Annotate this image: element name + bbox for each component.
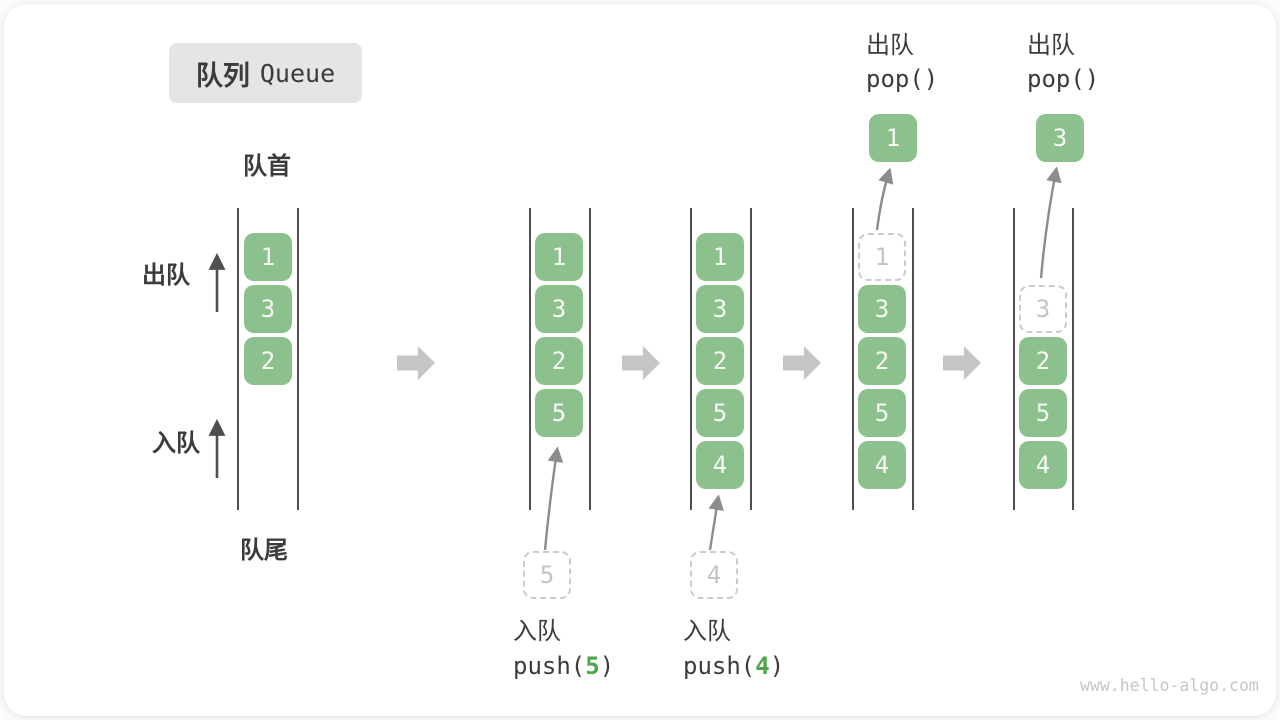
ghost-item-box: 4 bbox=[690, 551, 738, 599]
dequeue-arrow-icon bbox=[875, 167, 894, 231]
push-arg-value: 5 bbox=[585, 652, 600, 680]
push-action-label: 入队 bbox=[513, 618, 561, 645]
pop-code-label: pop() bbox=[1027, 65, 1100, 93]
pop-action-label: 出队 bbox=[866, 32, 914, 59]
queue-item-box: 1 bbox=[696, 233, 744, 281]
label-queue-rear: 队尾 bbox=[240, 537, 288, 564]
pop-code-label: pop() bbox=[866, 65, 939, 93]
queue-item-box: 2 bbox=[696, 337, 744, 385]
title-badge: 队列 Queue bbox=[169, 43, 362, 103]
enqueue-arrow-icon bbox=[543, 446, 564, 551]
queue-wall-line bbox=[1072, 208, 1074, 510]
label-queue-front: 队首 bbox=[243, 153, 291, 180]
state-transition-arrow-icon bbox=[783, 346, 821, 380]
ghost-item-box: 5 bbox=[523, 551, 571, 599]
ghost-item-box: 3 bbox=[1019, 285, 1067, 333]
state-transition-arrow-icon bbox=[622, 346, 660, 380]
queue-item-box: 1 bbox=[244, 233, 292, 281]
queue-item-box: 2 bbox=[1019, 337, 1067, 385]
state-transition-arrow-icon bbox=[397, 346, 435, 380]
queue-wall-line bbox=[529, 208, 531, 510]
queue-item-box: 4 bbox=[858, 441, 906, 489]
queue-wall-line bbox=[690, 208, 692, 510]
title-zh: 队列 bbox=[195, 60, 250, 91]
queue-item-box: 4 bbox=[1019, 441, 1067, 489]
queue-wall-line bbox=[589, 208, 591, 510]
push-code-label: push(5) bbox=[513, 652, 615, 680]
popped-item-box: 1 bbox=[869, 114, 917, 162]
queue-item-box: 3 bbox=[858, 285, 906, 333]
popped-item-box: 3 bbox=[1036, 114, 1084, 162]
queue-item-box: 3 bbox=[535, 285, 583, 333]
queue-wall-line bbox=[852, 208, 854, 510]
ghost-item-box: 1 bbox=[858, 233, 906, 281]
queue-item-box: 2 bbox=[858, 337, 906, 385]
queue-wall-line bbox=[237, 208, 239, 510]
watermark: www.hello-algo.com bbox=[1080, 676, 1259, 695]
queue-wall-line bbox=[912, 208, 914, 510]
title-en: Queue bbox=[259, 58, 336, 88]
queue-item-box: 3 bbox=[696, 285, 744, 333]
queue-item-box: 5 bbox=[1019, 389, 1067, 437]
queue-item-box: 2 bbox=[244, 337, 292, 385]
queue-item-box: 5 bbox=[696, 389, 744, 437]
enqueue-arrow-icon bbox=[708, 494, 724, 551]
queue-item-box: 5 bbox=[535, 389, 583, 437]
queue-item-box: 1 bbox=[535, 233, 583, 281]
queue-wall-line bbox=[750, 208, 752, 510]
pop-action-label: 出队 bbox=[1027, 32, 1075, 59]
queue-item-box: 2 bbox=[535, 337, 583, 385]
queue-item-box: 4 bbox=[696, 441, 744, 489]
label-dequeue-side: 出队 bbox=[142, 262, 190, 289]
dequeue-arrow-icon bbox=[1039, 166, 1062, 279]
state-transition-arrow-icon bbox=[943, 346, 981, 380]
queue-item-box: 3 bbox=[244, 285, 292, 333]
push-arg-value: 4 bbox=[755, 652, 770, 680]
queue-wall-line bbox=[297, 208, 299, 510]
queue-item-box: 5 bbox=[858, 389, 906, 437]
queue-wall-line bbox=[1013, 208, 1015, 510]
push-code-label: push(4) bbox=[683, 652, 785, 680]
label-enqueue-side: 入队 bbox=[152, 430, 200, 457]
push-action-label: 入队 bbox=[683, 618, 731, 645]
